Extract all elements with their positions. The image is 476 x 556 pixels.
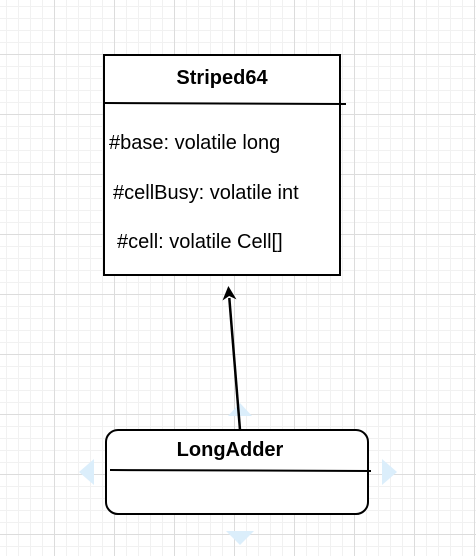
class-longadder-title: LongAdder — [177, 439, 284, 461]
class-striped64-box[interactable] — [103, 54, 341, 276]
connect-hint-up-icon[interactable] — [228, 403, 252, 416]
class-longadder-divider — [109, 469, 372, 472]
inheritance-arrow[interactable] — [222, 286, 242, 431]
connect-hint-left-icon[interactable] — [79, 459, 94, 485]
class-striped64-attr-cell: #cell: volatile Cell[] — [117, 231, 283, 253]
class-longadder-box[interactable] — [105, 429, 369, 515]
class-striped64[interactable]: Striped64 #base: volatile long #cellBusy… — [103, 54, 347, 276]
connect-hint-down-icon[interactable] — [226, 531, 254, 545]
class-striped64-divider — [103, 102, 347, 105]
class-striped64-attr-base: #base: volatile long — [109, 132, 280, 154]
connect-hint-right-icon[interactable] — [382, 459, 397, 485]
class-striped64-title: Striped64 — [176, 67, 268, 89]
class-longadder[interactable]: LongAdder — [105, 429, 372, 515]
class-striped64-attr-cellbusy: #cellBusy: volatile int — [113, 182, 299, 204]
